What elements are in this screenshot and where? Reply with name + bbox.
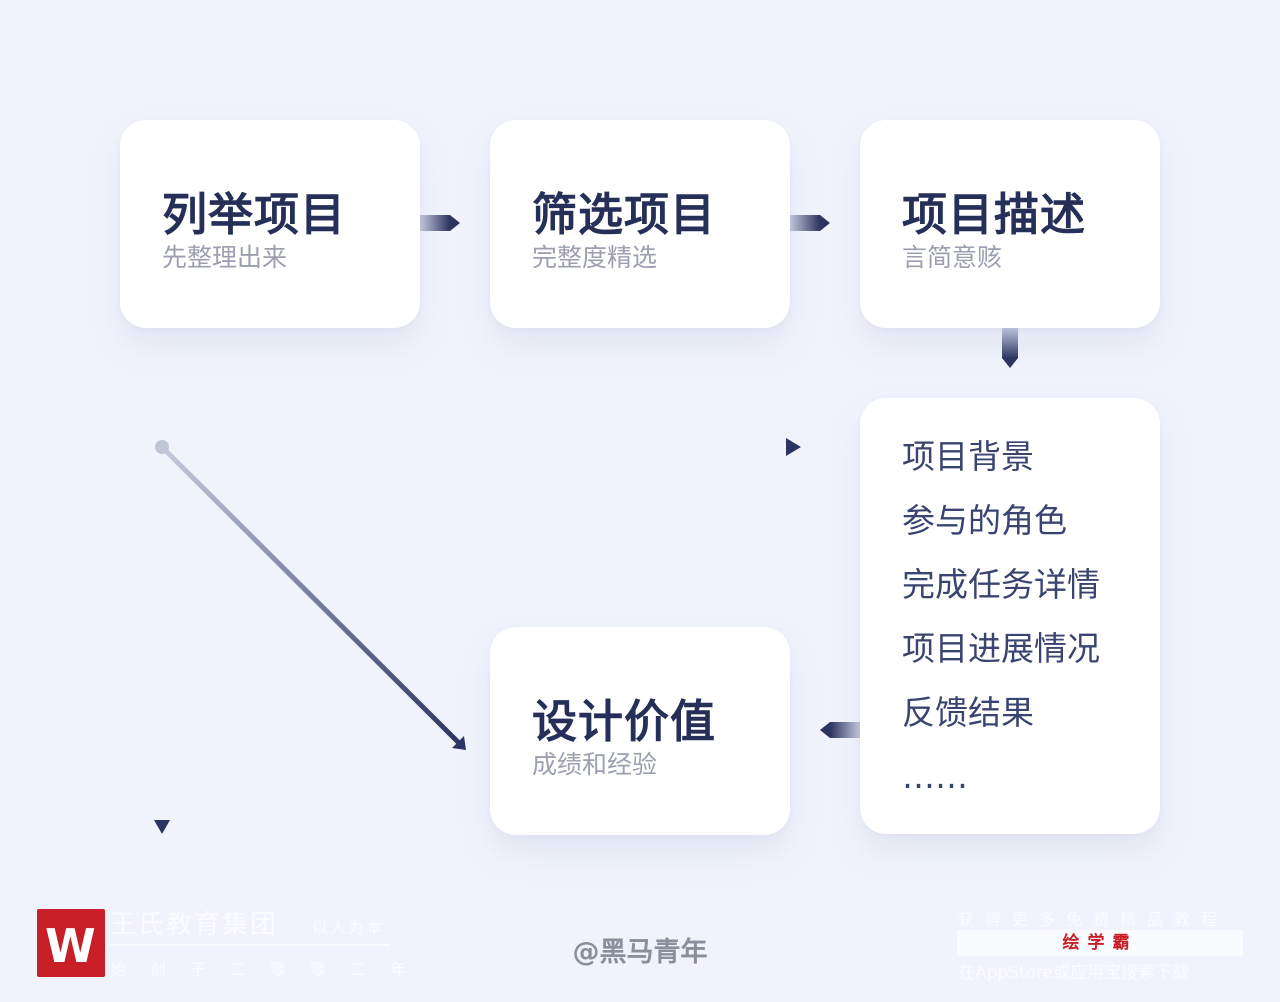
brand-divider xyxy=(110,944,390,946)
step-title: 列举项目 xyxy=(162,188,347,241)
promo-app-name: 绘学霸 xyxy=(1062,933,1138,953)
w-logo-icon: W xyxy=(37,909,105,977)
step-subtitle: 完整度精选 xyxy=(532,243,658,272)
detail-item: 反馈结果 xyxy=(902,693,1034,732)
detail-item: 完成任务详情 xyxy=(902,565,1100,604)
step-title: 筛选项目 xyxy=(532,188,717,241)
details-list: 项目背景 参与的角色 完成任务详情 项目进展情况 反馈结果 …… xyxy=(902,434,1100,818)
promo-app-badge: 绘学霸 xyxy=(957,930,1243,956)
step-title: 设计价值 xyxy=(532,695,717,748)
step-card-filter-projects: 筛选项目 完整度精选 xyxy=(490,120,790,328)
detail-item: 项目进展情况 xyxy=(902,629,1100,668)
brand-founded: 始创于二零零二年 xyxy=(110,960,431,979)
arrow-details-to-value xyxy=(820,722,860,738)
watermark-text: @黑马青年 xyxy=(572,937,708,968)
diagonal-arrow xyxy=(159,444,466,750)
step-subtitle: 言简意赅 xyxy=(902,243,1003,272)
step-card-design-value: 设计价值 成绩和经验 xyxy=(490,627,790,835)
step-card-describe-project: 项目描述 言简意赅 xyxy=(860,120,1160,328)
brand-slogan: 以人为本 xyxy=(312,918,385,937)
promo-download-hint: 在AppStore或应用宝搜索下载 xyxy=(958,963,1190,983)
step-card-list-projects: 列举项目 先整理出来 xyxy=(120,120,420,328)
vertical-axis-arrow xyxy=(154,403,170,834)
arrow-step1-to-step2 xyxy=(420,215,460,231)
detail-item: 参与的角色 xyxy=(902,501,1067,540)
horizontal-axis-arrow xyxy=(119,438,801,456)
arrow-step3-to-details xyxy=(1002,328,1018,368)
brand-name: 王氏教育集团 xyxy=(110,910,279,940)
step-title: 项目描述 xyxy=(902,188,1087,241)
promo-headline: 获得更多免费精品教程 xyxy=(958,910,1229,929)
step-subtitle: 成绩和经验 xyxy=(532,750,658,779)
details-card: 项目背景 参与的角色 完成任务详情 项目进展情况 反馈结果 …… xyxy=(860,398,1160,834)
axis-origin-dot xyxy=(155,440,169,454)
detail-item-ellipsis: …… xyxy=(902,757,968,796)
detail-item: 项目背景 xyxy=(902,437,1034,476)
step-subtitle: 先整理出来 xyxy=(162,243,288,272)
arrow-step2-to-step3 xyxy=(790,215,830,231)
